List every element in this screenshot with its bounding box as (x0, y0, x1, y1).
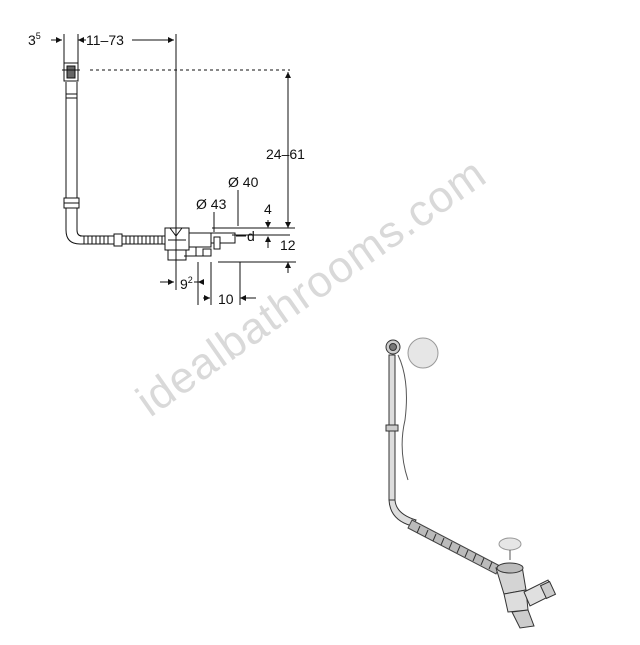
dim-horizontal-range-label: 11–73 (86, 32, 124, 48)
corrugated-hose-image (407, 519, 501, 575)
dim-bottom (160, 262, 256, 305)
dim-vertical-range-label: 24–61 (266, 146, 305, 162)
waste-plug-image (498, 537, 522, 551)
overflow-head (62, 62, 80, 82)
dim-gap-bottom-label: 12 (280, 237, 296, 253)
overflow-pipe (63, 82, 83, 245)
dim-outlet-length-label: 10 (218, 291, 234, 307)
dim-gap-top-label: 4 (264, 201, 272, 217)
product-illustration (385, 337, 557, 629)
dim-outlet-diameter-label: Ø 40 (228, 174, 259, 190)
dim-top (51, 34, 177, 290)
technical-drawing (51, 34, 296, 305)
waste-trap (164, 227, 236, 261)
dim-diameters (213, 190, 246, 237)
dim-trap-diameter-label: Ø 43 (196, 196, 227, 212)
dim-right (90, 69, 296, 273)
dim-pipe-label: d (247, 228, 255, 244)
dim-trap-width-label: 92 (180, 275, 193, 292)
horizontal-hose (80, 233, 168, 247)
dim-offset-label: 35 (28, 31, 41, 48)
overflow-cap-image (407, 337, 439, 369)
